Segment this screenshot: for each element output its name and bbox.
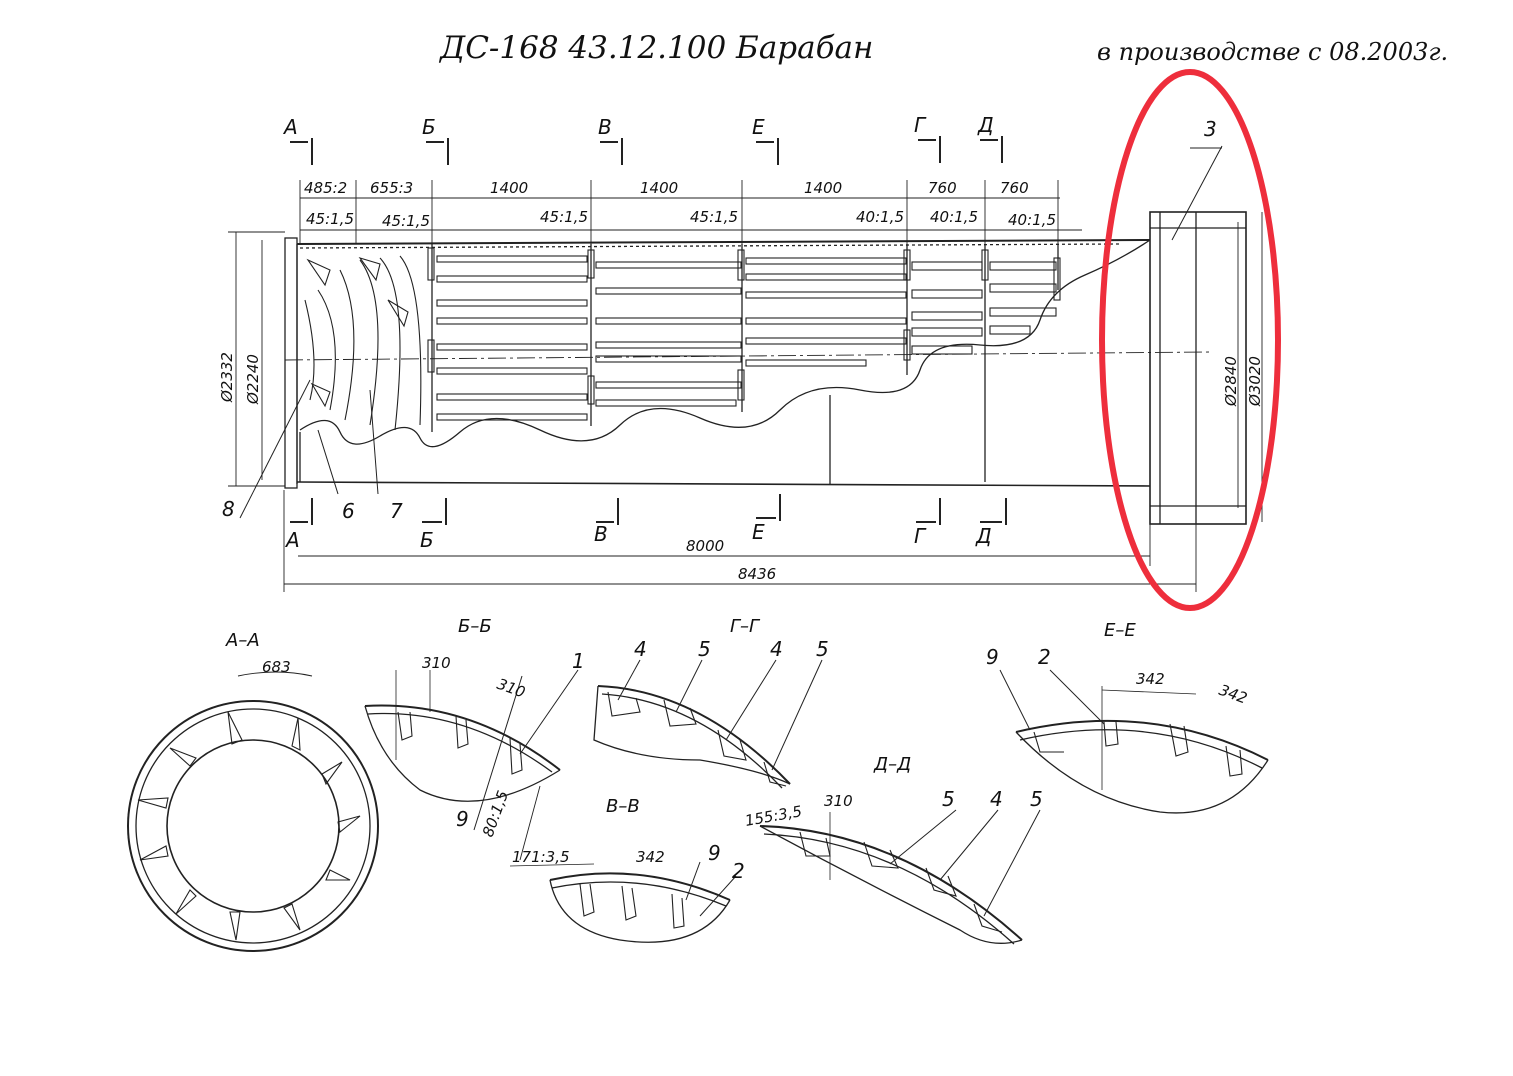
overall-dimension-lines xyxy=(283,490,1197,592)
diameter-2240: Ø2240 xyxy=(244,354,262,405)
drum-main-view xyxy=(284,211,1247,525)
section-vv-title: В–В xyxy=(606,796,640,817)
part-4-label-gg-2: 4 xyxy=(770,637,783,661)
mark-d-bottom: Д xyxy=(975,524,992,548)
part-9-label-vv: 9 xyxy=(708,841,721,865)
top-dim-6: 760 xyxy=(1000,179,1029,197)
section-dd-view xyxy=(759,809,1041,945)
section-cut-marks-top xyxy=(290,136,1003,165)
mark-d-top: Д xyxy=(977,113,994,137)
section-cut-marks-bottom xyxy=(290,494,1007,525)
top-dim-0: 485:2 xyxy=(304,179,347,197)
sub-dim-5: 40:1,5 xyxy=(930,208,978,226)
top-dim-4: 1400 xyxy=(804,179,842,197)
section-ee-arc2: 342 xyxy=(1217,681,1250,708)
part-5-label-dd-1: 5 xyxy=(942,787,955,811)
diameter-dimension-lines xyxy=(228,212,1263,522)
section-dd-title: Д–Д xyxy=(873,754,911,775)
sub-dim-6: 40:1,5 xyxy=(1008,211,1056,229)
top-dim-1: 655:3 xyxy=(370,179,413,197)
diameter-2332: Ø2332 xyxy=(218,352,236,403)
highlight-ellipse xyxy=(1099,69,1281,611)
section-bb-view xyxy=(364,669,579,861)
mark-b-bottom: Б xyxy=(420,528,434,552)
mark-g-bottom: Г xyxy=(914,524,927,548)
part-6-label: 6 xyxy=(342,499,355,523)
drawing-title: ДС-168 43.12.100 Барабан xyxy=(440,30,874,66)
part-3-label: 3 xyxy=(1204,117,1217,141)
part-8-label: 8 xyxy=(222,497,235,521)
mark-a-bottom: А xyxy=(284,528,300,552)
part-4-label-dd: 4 xyxy=(990,787,1003,811)
section-bb-title: Б–Б xyxy=(458,616,492,637)
length-8436: 8436 xyxy=(738,565,776,583)
part-9-label-bb: 9 xyxy=(456,807,469,831)
part-2-label-vv: 2 xyxy=(732,859,745,883)
part-7-label: 7 xyxy=(390,499,403,523)
section-dd-arc: 310 xyxy=(824,792,853,810)
production-status: в производстве с 08.2003г. xyxy=(1097,38,1449,66)
section-aa-arc: 683 xyxy=(262,658,291,676)
mark-e-bottom: Е xyxy=(752,520,765,544)
top-dim-2: 1400 xyxy=(490,179,528,197)
diameter-3020: Ø3020 xyxy=(1246,356,1264,407)
part-9-label-ee: 9 xyxy=(986,645,999,669)
sub-dim-0: 45:1,5 xyxy=(306,210,354,228)
section-aa-view xyxy=(127,671,379,952)
section-ee-view xyxy=(999,669,1269,814)
length-8000: 8000 xyxy=(686,537,724,555)
part-5-label-gg-2: 5 xyxy=(816,637,829,661)
part-leaders xyxy=(239,145,1223,519)
section-vv-arc: 342 xyxy=(636,848,665,866)
section-ee-arc1: 342 xyxy=(1136,670,1165,688)
mark-v-top: В xyxy=(598,115,612,139)
part-5-label-dd-2: 5 xyxy=(1030,787,1043,811)
top-dim-5: 760 xyxy=(928,179,957,197)
section-aa-title: А–А xyxy=(225,630,260,651)
section-gg-title: Г–Г xyxy=(730,616,761,637)
mark-v-bottom: В xyxy=(594,522,608,546)
mark-g-top: Г xyxy=(914,113,927,137)
diameter-2840: Ø2840 xyxy=(1222,356,1240,407)
section-ee-title: Е–Е xyxy=(1104,620,1136,641)
part-4-label-gg-1: 4 xyxy=(634,637,647,661)
part-2-label-ee: 2 xyxy=(1038,645,1051,669)
top-dim-3: 1400 xyxy=(640,179,678,197)
section-bb-arc2: 310 xyxy=(495,675,528,702)
sub-dim-1: 45:1,5 xyxy=(382,212,430,230)
part-1-label: 1 xyxy=(572,649,585,673)
mark-b-top: Б xyxy=(422,115,436,139)
sub-dim-3: 45:1,5 xyxy=(690,208,738,226)
section-vv-view xyxy=(509,861,737,943)
section-bb-arc1: 310 xyxy=(422,654,451,672)
section-gg-view xyxy=(593,659,823,789)
top-dimension-lines xyxy=(299,180,1082,244)
sub-dim-4: 40:1,5 xyxy=(856,208,904,226)
sub-dim-2: 45:1,5 xyxy=(540,208,588,226)
section-bb-dim: 80:1,5 xyxy=(479,788,512,839)
section-vv-dim: 171:3,5 xyxy=(512,848,570,866)
part-5-label-gg-1: 5 xyxy=(698,637,711,661)
mark-a-top: А xyxy=(282,115,298,139)
mark-e-top: Е xyxy=(752,115,765,139)
